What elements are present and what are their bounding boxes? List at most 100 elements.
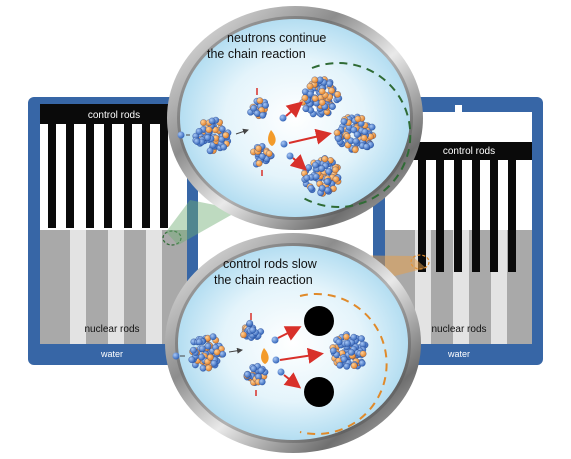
right-nuclear-rods-label: nuclear rods xyxy=(431,324,486,335)
nucleon xyxy=(255,159,263,167)
control-rod xyxy=(436,160,444,272)
nucleon xyxy=(199,364,207,372)
nucleon xyxy=(358,335,365,342)
nucleon xyxy=(246,319,254,327)
nucleon xyxy=(318,99,326,106)
nucleon xyxy=(368,123,376,131)
nucleon xyxy=(205,126,213,134)
nucleon xyxy=(257,367,265,374)
nucleon xyxy=(307,90,314,98)
product-nucleus xyxy=(299,76,343,118)
neutron xyxy=(286,152,294,160)
fission-fragment xyxy=(243,362,269,386)
neutron-path xyxy=(228,347,243,354)
left-nuclear-rods-label: nuclear rods xyxy=(84,324,139,335)
nucleon xyxy=(334,135,342,142)
neutron xyxy=(277,368,285,376)
nucleon xyxy=(244,371,251,378)
nucleon xyxy=(350,362,358,369)
right-control-rod-bar xyxy=(410,142,532,160)
neutron xyxy=(272,356,280,364)
nucleon xyxy=(335,338,343,346)
control-rod xyxy=(142,124,150,228)
nucleon xyxy=(240,331,247,339)
nucleon xyxy=(265,150,273,157)
nucleon xyxy=(259,111,267,119)
nucleon xyxy=(209,333,217,341)
nucleon xyxy=(258,378,266,386)
nucleon xyxy=(305,164,313,171)
control-rod xyxy=(48,124,56,228)
left-fuel-rods xyxy=(40,230,187,344)
control-rod xyxy=(160,124,168,228)
nucleon xyxy=(328,87,336,94)
left-control-rod-bar xyxy=(40,104,187,124)
nucleon xyxy=(353,131,361,138)
nucleon xyxy=(311,95,319,102)
nucleon xyxy=(358,359,366,367)
nucleon xyxy=(208,117,216,125)
fission-fragment xyxy=(240,319,265,341)
left-zoom-spot xyxy=(162,230,182,246)
nucleon xyxy=(218,125,226,133)
control-rod xyxy=(454,160,462,272)
left-water-label: water xyxy=(100,349,123,359)
product-nucleus xyxy=(301,155,342,197)
nucleon xyxy=(198,353,205,361)
nucleon xyxy=(351,146,359,154)
top-lens-view xyxy=(180,19,410,217)
nucleon xyxy=(352,137,360,145)
nucleon xyxy=(334,91,341,98)
fuel-rod xyxy=(108,230,124,344)
nucleon xyxy=(303,174,311,182)
bottom-lens-caption-line2: the chain reaction xyxy=(214,273,313,287)
left-control-rods-label: control rods xyxy=(88,110,140,121)
nucleon xyxy=(318,165,326,172)
nucleon xyxy=(318,184,326,192)
nucleon xyxy=(340,355,348,363)
bottom-lens: control rods slow the chain reaction xyxy=(165,233,421,453)
nucleon xyxy=(321,155,329,163)
control-rod xyxy=(508,160,516,272)
nucleon xyxy=(332,166,339,174)
nucleon xyxy=(350,333,358,341)
nucleon xyxy=(210,360,218,367)
right-control-rods-label: control rods xyxy=(443,146,495,157)
nucleon xyxy=(312,161,319,169)
nucleon xyxy=(302,105,310,113)
product-nucleus xyxy=(333,113,377,154)
nucleon xyxy=(198,345,206,353)
fuel-rod xyxy=(70,230,86,344)
nucleon xyxy=(222,131,230,139)
nucleon xyxy=(323,178,331,186)
nucleon xyxy=(359,350,367,358)
neutron xyxy=(271,336,279,344)
nucleon xyxy=(207,353,214,361)
nucleon xyxy=(256,97,264,105)
nucleon xyxy=(204,342,212,350)
nucleon xyxy=(206,147,214,155)
nucleon xyxy=(329,103,336,110)
bottom-lens-reaction-ring xyxy=(299,293,388,435)
top-lens-reaction-ring xyxy=(299,62,412,209)
uranium-nucleus xyxy=(192,116,232,155)
nucleon xyxy=(219,350,227,358)
nucleon xyxy=(205,364,213,372)
neutron xyxy=(172,352,180,360)
nucleon xyxy=(347,348,355,356)
nucleon xyxy=(336,361,344,369)
control-rod xyxy=(124,124,132,228)
nucleon xyxy=(253,109,261,117)
fission-fragment xyxy=(247,97,269,120)
nucleon xyxy=(301,94,309,102)
nucleon xyxy=(340,118,348,125)
nucleon xyxy=(333,129,341,137)
product-nucleus xyxy=(329,331,369,370)
nucleon xyxy=(262,101,269,109)
neutron-arrow xyxy=(289,154,307,171)
top-lens-caption-line1: neutrons continue xyxy=(227,31,326,45)
nucleon xyxy=(195,128,203,135)
nucleon xyxy=(250,365,257,373)
control-rod xyxy=(66,124,74,228)
top-lens-caption-line2: the chain reaction xyxy=(207,47,306,61)
